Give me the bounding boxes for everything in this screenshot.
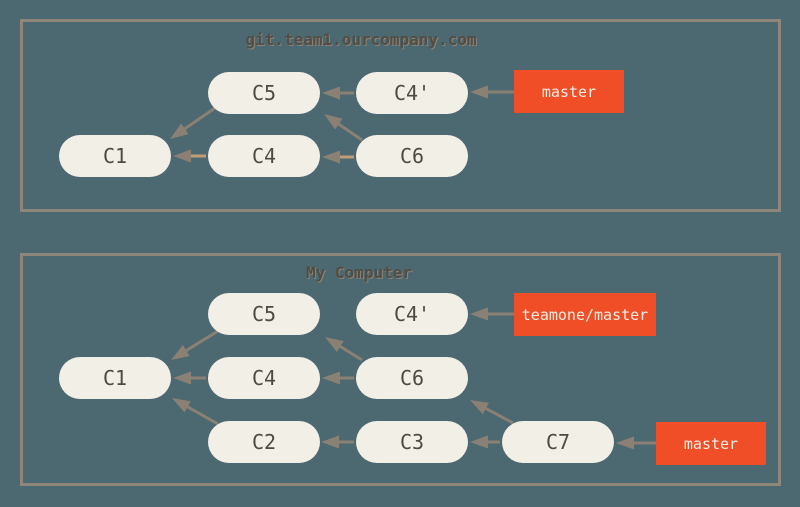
commit-node-local-C7: C7: [502, 421, 614, 463]
branch-label-local-teamone: teamone/master: [514, 293, 656, 336]
arrowhead-icon: [324, 114, 343, 130]
edge-local-C6-to-C5: [325, 337, 363, 362]
arrowhead-icon: [470, 400, 489, 415]
arrowhead-icon: [322, 150, 340, 164]
edge-local-teamone/master-to-C4': [470, 307, 514, 321]
edge-remote-C4-to-C1: [173, 149, 206, 163]
arrowhead-icon: [322, 86, 340, 100]
edge-local-master-to-C7: [616, 436, 656, 450]
edge-local-C6-to-C4: [322, 371, 354, 385]
arrowhead-icon: [173, 371, 191, 385]
commit-node-local-C3: C3: [356, 421, 468, 463]
commit-node-remote-C4p: C4': [356, 72, 468, 114]
edge-remote-master-to-C4': [470, 85, 514, 99]
commit-node-remote-C5: C5: [208, 72, 320, 114]
edge-remote-C6-to-C4: [322, 150, 354, 164]
arrowhead-icon: [470, 435, 488, 449]
commit-node-local-C6: C6: [356, 357, 468, 399]
edge-local-C4-to-C1: [173, 371, 206, 385]
edge-local-C7-to-C3: [470, 435, 500, 449]
edge-local-C7-to-C6: [470, 400, 514, 425]
edge-local-C2-to-C1: [172, 398, 219, 426]
commit-node-local-C1: C1: [59, 357, 171, 399]
commit-node-local-C4p: C4': [356, 293, 468, 335]
panel-remote-server: [20, 19, 781, 212]
arrowhead-icon: [322, 371, 340, 385]
arrowhead-icon: [325, 337, 344, 353]
edge-local-C3-to-C2: [321, 435, 354, 449]
arrowhead-icon: [470, 307, 488, 321]
arrowhead-icon: [170, 123, 189, 139]
edge-remote-C4'-to-C5: [322, 86, 354, 100]
branch-label-local-master: master: [656, 422, 766, 465]
arrowhead-icon: [172, 398, 191, 413]
commit-node-remote-C6: C6: [356, 135, 468, 177]
edge-remote-C5-to-C1: [170, 106, 216, 139]
remote-server-title: git.team1.ourcompany.com: [245, 30, 477, 49]
commit-node-remote-C1: C1: [59, 135, 171, 177]
arrowhead-icon: [470, 85, 488, 99]
arrowhead-icon: [173, 149, 191, 163]
arrowhead-icon: [616, 436, 634, 450]
commit-node-local-C4: C4: [208, 357, 320, 399]
edge-remote-C6-to-C5: [324, 114, 363, 142]
panel-my-computer: [20, 253, 781, 486]
commit-node-local-C2: C2: [208, 421, 320, 463]
commit-node-remote-C4: C4: [208, 135, 320, 177]
my-computer-title: My Computer: [306, 263, 412, 282]
edge-local-C5-to-C1: [171, 329, 219, 360]
branch-label-remote-master: master: [514, 70, 624, 113]
arrowhead-icon: [171, 345, 190, 360]
arrowhead-icon: [321, 435, 339, 449]
commit-node-local-C5: C5: [208, 293, 320, 335]
